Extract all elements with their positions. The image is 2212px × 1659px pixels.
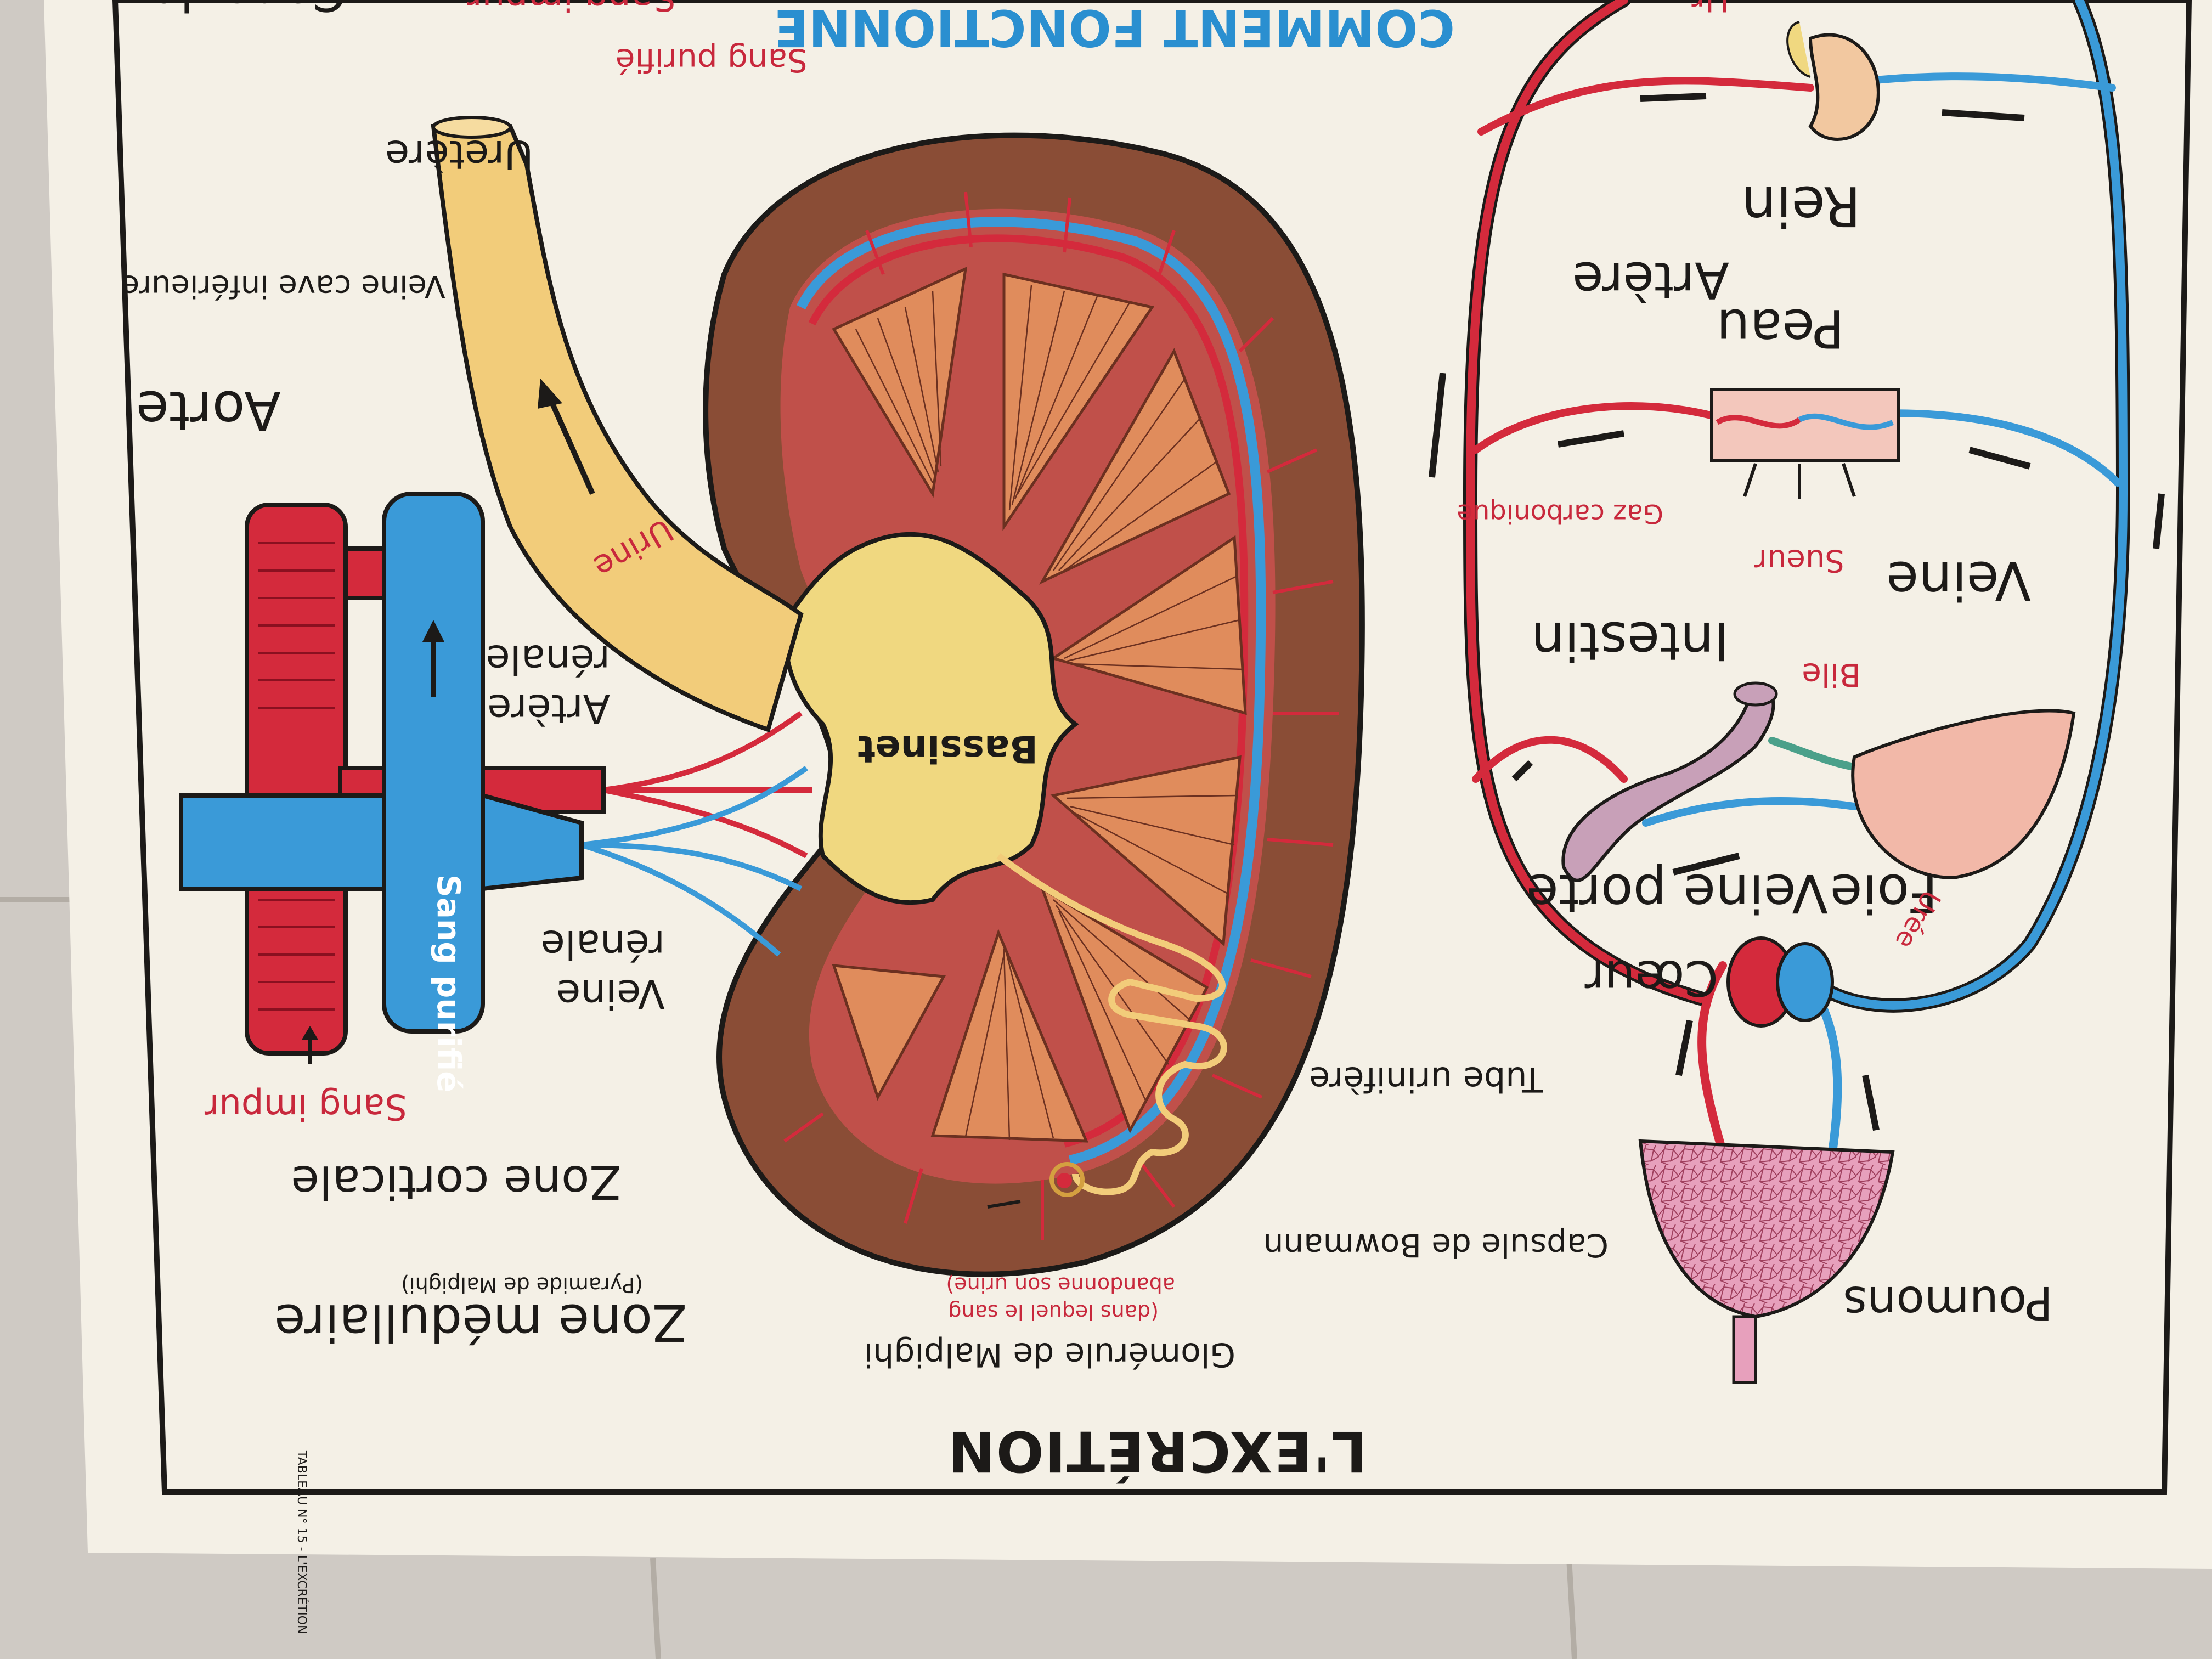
poster-frame: [112, 0, 2192, 1495]
nephron-tube: [996, 853, 1227, 1195]
vena-cava: [382, 492, 485, 1034]
sweat-arrows: [1743, 463, 1856, 499]
kidney-organ: [1808, 33, 1880, 141]
adrenal-organ: [1786, 21, 1811, 78]
kidney-diagram: [179, 116, 1365, 1277]
aorta: [245, 503, 348, 1056]
bowman-capsule: [1049, 1162, 1085, 1197]
intestine-end: [1733, 681, 1778, 707]
intestine-organ: [1561, 691, 1775, 882]
ureter-arrow-head: [538, 379, 562, 409]
systemic-artery: [1465, 0, 1705, 1003]
renal-pelvis: [783, 532, 1079, 905]
ureter-opening: [432, 116, 512, 139]
glomerulus: [1057, 1173, 1072, 1188]
pulmonary-red: [1697, 961, 1727, 1156]
vena-cava-arrow-head: [422, 620, 444, 642]
trachea: [1732, 1315, 1757, 1384]
arcuate-vein: [796, 217, 1266, 1165]
artery-to-kidney: [1477, 77, 1814, 136]
skin-capillary-red: [1716, 415, 1801, 429]
cortical-vessels: [783, 191, 1339, 1240]
portal-vein: [1642, 797, 1858, 827]
artery-to-skin: [1472, 402, 1721, 454]
aorta-rings: [258, 542, 335, 1011]
circulation-organs: [1561, 21, 2076, 1384]
sang-impur-arrow-head: [302, 1026, 318, 1040]
bile-duct: [1768, 737, 1864, 772]
ureter-flow-arrow: [546, 393, 595, 495]
glomerulus-arrow: [987, 1200, 1021, 1209]
vein-from-kidney: [1850, 72, 2116, 92]
artery-to-intestine: [1472, 736, 1628, 783]
ureter: [431, 124, 804, 733]
circulation-diagram: [1463, 0, 2131, 1156]
systemic-vein: [1817, 0, 2128, 1010]
skin-capillary-blue: [1798, 413, 1894, 430]
liver-organ: [1851, 709, 2076, 880]
circulation-arrows: [1429, 93, 2165, 1131]
renal-vessel-fan: [580, 710, 812, 957]
pyramid-striations: [855, 285, 1243, 1141]
heart-blue: [1776, 942, 1834, 1022]
